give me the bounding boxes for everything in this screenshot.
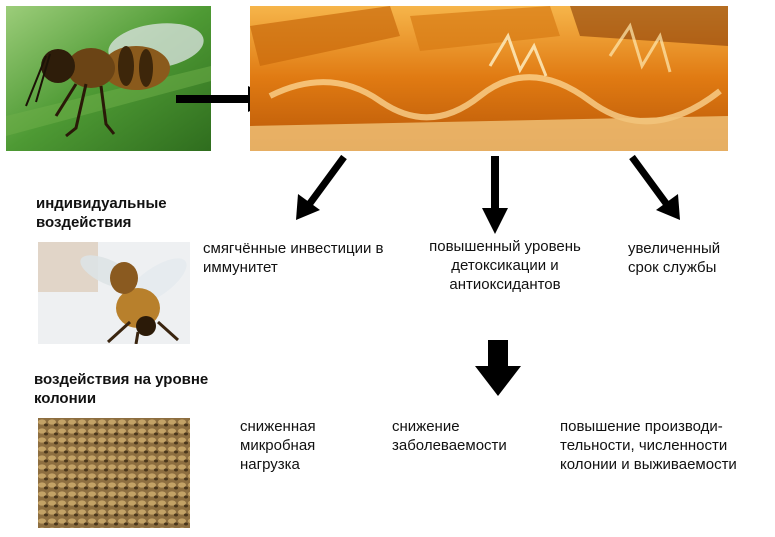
propolis-comb-photo [250,6,728,151]
worker-bee-photo [38,242,190,344]
effect-immunity: смягчённые инвестиции в иммунитет [203,240,384,276]
arrow-left-down [296,154,348,220]
effect-microbial-load: сниженная микробная нагрузка [240,418,316,473]
arrow-center-down [480,156,510,234]
heading-colony: воздействия на уровне колонии [34,371,209,407]
bee-photo [6,6,211,151]
heading-individual: индивидуальные воздействия [36,195,167,231]
arrow-right-down [628,154,680,220]
colony-photo [38,418,190,528]
effect-lifespan: увеличенный срок службы [628,240,721,276]
effect-productivity: повышение производи-тельности, численнос… [560,418,737,473]
effect-detoxification: повышенный уровень детоксикации и антиок… [429,238,581,293]
arrow-to-colony [475,340,521,396]
effect-disease-reduction: снижение заболеваемости [392,418,507,454]
